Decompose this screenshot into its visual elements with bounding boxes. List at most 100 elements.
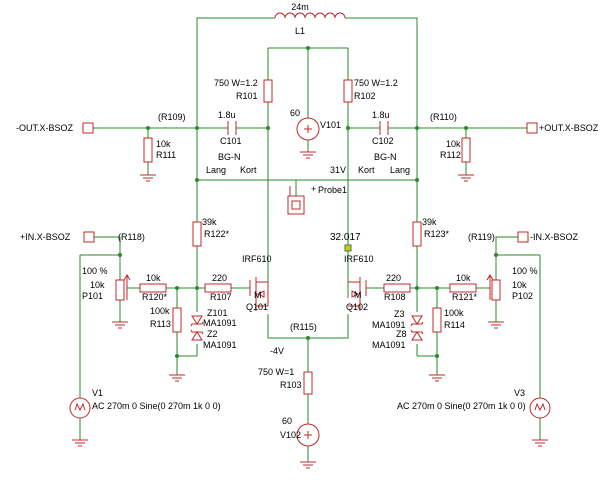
inductor-l1[interactable] xyxy=(274,12,346,19)
label-irf-left: IRF610 xyxy=(242,254,272,264)
label-p101-ref: P101 xyxy=(82,291,103,301)
resistor-r120[interactable] xyxy=(139,283,167,293)
port-out-minus[interactable] xyxy=(82,122,94,134)
label-m-right: M xyxy=(354,290,362,300)
ac-source-v1[interactable] xyxy=(69,397,91,419)
zener-z8[interactable] xyxy=(410,329,424,341)
label-probe-plus: + xyxy=(311,184,316,194)
port-out-plus[interactable] xyxy=(526,122,538,134)
resistor-r123[interactable] xyxy=(412,221,422,247)
dc-source-v101[interactable] xyxy=(296,117,320,141)
label-r115: (R115) xyxy=(290,322,317,332)
resistor-r113[interactable] xyxy=(172,307,182,333)
labels: 24m L1 750 W=1.2 R101 750 W=1.2 R102 60 … xyxy=(16,2,599,440)
label-z8-ref: Z8 xyxy=(396,329,407,339)
label-p102-value: 10k xyxy=(512,280,527,290)
label-r120-value: 10k xyxy=(146,273,161,283)
potentiometer-p101[interactable] xyxy=(115,274,131,301)
label-z101-model: MA1091 xyxy=(203,318,237,328)
label-r123-ref: R123* xyxy=(424,229,450,239)
voltage-marker xyxy=(344,244,352,252)
resistor-r111[interactable] xyxy=(143,137,153,163)
label-r102-ref: R102 xyxy=(354,91,376,101)
label-irf-right: IRF610 xyxy=(344,254,374,264)
zener-z3[interactable] xyxy=(410,315,424,327)
label-r114-ref: R114 xyxy=(444,320,465,330)
label-kort-left: Kort xyxy=(240,165,257,175)
label-r101-ref: R101 xyxy=(236,91,258,101)
label-r122-value: 39k xyxy=(202,217,217,227)
label-r110: (R110) xyxy=(430,112,457,122)
resistor-r103[interactable] xyxy=(303,371,313,395)
label-lang-right: Lang xyxy=(390,165,410,175)
label-in-plus: +IN.X-BSOZ xyxy=(20,232,71,242)
label-z2-ref: Z2 xyxy=(207,329,218,339)
dc-source-v102[interactable] xyxy=(296,423,320,447)
label-l1-value: 24m xyxy=(291,2,309,12)
zener-z101[interactable] xyxy=(190,315,204,327)
probe-box[interactable] xyxy=(287,186,305,215)
label-v3-value: AC 270m 0 Sine(0 270m 1k 0 0) xyxy=(397,401,526,411)
label-m-left: M xyxy=(254,290,262,300)
capacitor-c102[interactable] xyxy=(379,121,389,135)
label-r121-ref: R121* xyxy=(452,292,478,302)
label-r102-value: 750 W=1.2 xyxy=(354,78,398,88)
label-r101-value: 750 W=1.2 xyxy=(214,78,258,88)
resistor-r122[interactable] xyxy=(192,221,202,247)
resistor-r114[interactable] xyxy=(432,307,442,333)
label-v102-ref: V102 xyxy=(280,430,301,440)
label-r122-ref: R122* xyxy=(204,229,230,239)
label-z3-ref: Z3 xyxy=(394,309,405,319)
port-in-plus[interactable] xyxy=(83,231,95,243)
resistor-r107[interactable] xyxy=(204,283,232,293)
label-in-minus: -IN.X-BSOZ xyxy=(530,232,579,242)
label-p101-value: 10k xyxy=(90,280,105,290)
label-out-minus: -OUT.X-BSOZ xyxy=(16,123,74,133)
label-v102-value: 60 xyxy=(282,416,292,426)
label-lang-left: Lang xyxy=(206,165,226,175)
label-p102-pct: 100 % xyxy=(512,266,538,276)
label-r112-ref: R112 xyxy=(440,150,461,160)
zener-z2[interactable] xyxy=(190,329,204,341)
label-r123-value: 39k xyxy=(422,217,437,227)
label-q102: Q102 xyxy=(346,302,368,312)
label-z3-model: MA1091 xyxy=(372,320,406,330)
label-r119: (R119) xyxy=(468,232,495,242)
capacitor-c101[interactable] xyxy=(227,121,237,135)
resistor-r121[interactable] xyxy=(449,283,477,293)
junction-dots xyxy=(118,46,498,358)
label-r114-value: 100k xyxy=(444,308,464,318)
label-r109: (R109) xyxy=(158,112,186,122)
label-r118: (R118) xyxy=(118,232,145,242)
label-z2-model: MA1091 xyxy=(203,340,237,350)
label-r111-value: 10k xyxy=(156,139,171,149)
label-v1-value: AC 270m 0 Sine(0 270m 1k 0 0) xyxy=(92,401,221,411)
port-in-minus[interactable] xyxy=(517,231,529,243)
label-c102-ref: C102 xyxy=(372,136,394,146)
label-q101: Q101 xyxy=(246,302,268,312)
label-p102-ref: P102 xyxy=(512,291,533,301)
label-volt-neg4: -4V xyxy=(270,346,284,356)
mosfet-q102[interactable] xyxy=(348,277,367,311)
label-v101-value: 60 xyxy=(290,108,300,118)
label-r108-value: 220 xyxy=(386,273,401,283)
resistor-r101[interactable] xyxy=(263,79,273,103)
potentiometer-p102[interactable] xyxy=(486,274,501,301)
resistor-r108[interactable] xyxy=(383,283,411,293)
label-probe: Probe1 xyxy=(318,185,347,195)
mosfet-q101[interactable] xyxy=(249,277,269,311)
label-c101-value: 1.8u xyxy=(218,110,236,120)
label-r111-ref: R111 xyxy=(156,150,176,160)
resistor-r102[interactable] xyxy=(343,79,353,103)
label-c101-ref: C101 xyxy=(220,136,242,146)
label-r108-ref: R108 xyxy=(384,292,406,302)
label-volt-32: 32.017 xyxy=(330,232,361,243)
label-r103-ref: R103 xyxy=(280,380,302,390)
label-r113-value: 100k xyxy=(150,306,170,316)
label-r103-value: 750 W=1 xyxy=(258,367,294,377)
label-r112-value: 10k xyxy=(446,139,461,149)
resistor-r112[interactable] xyxy=(461,137,471,163)
ac-source-v3[interactable] xyxy=(529,397,551,419)
label-v101-ref: V101 xyxy=(320,120,341,130)
